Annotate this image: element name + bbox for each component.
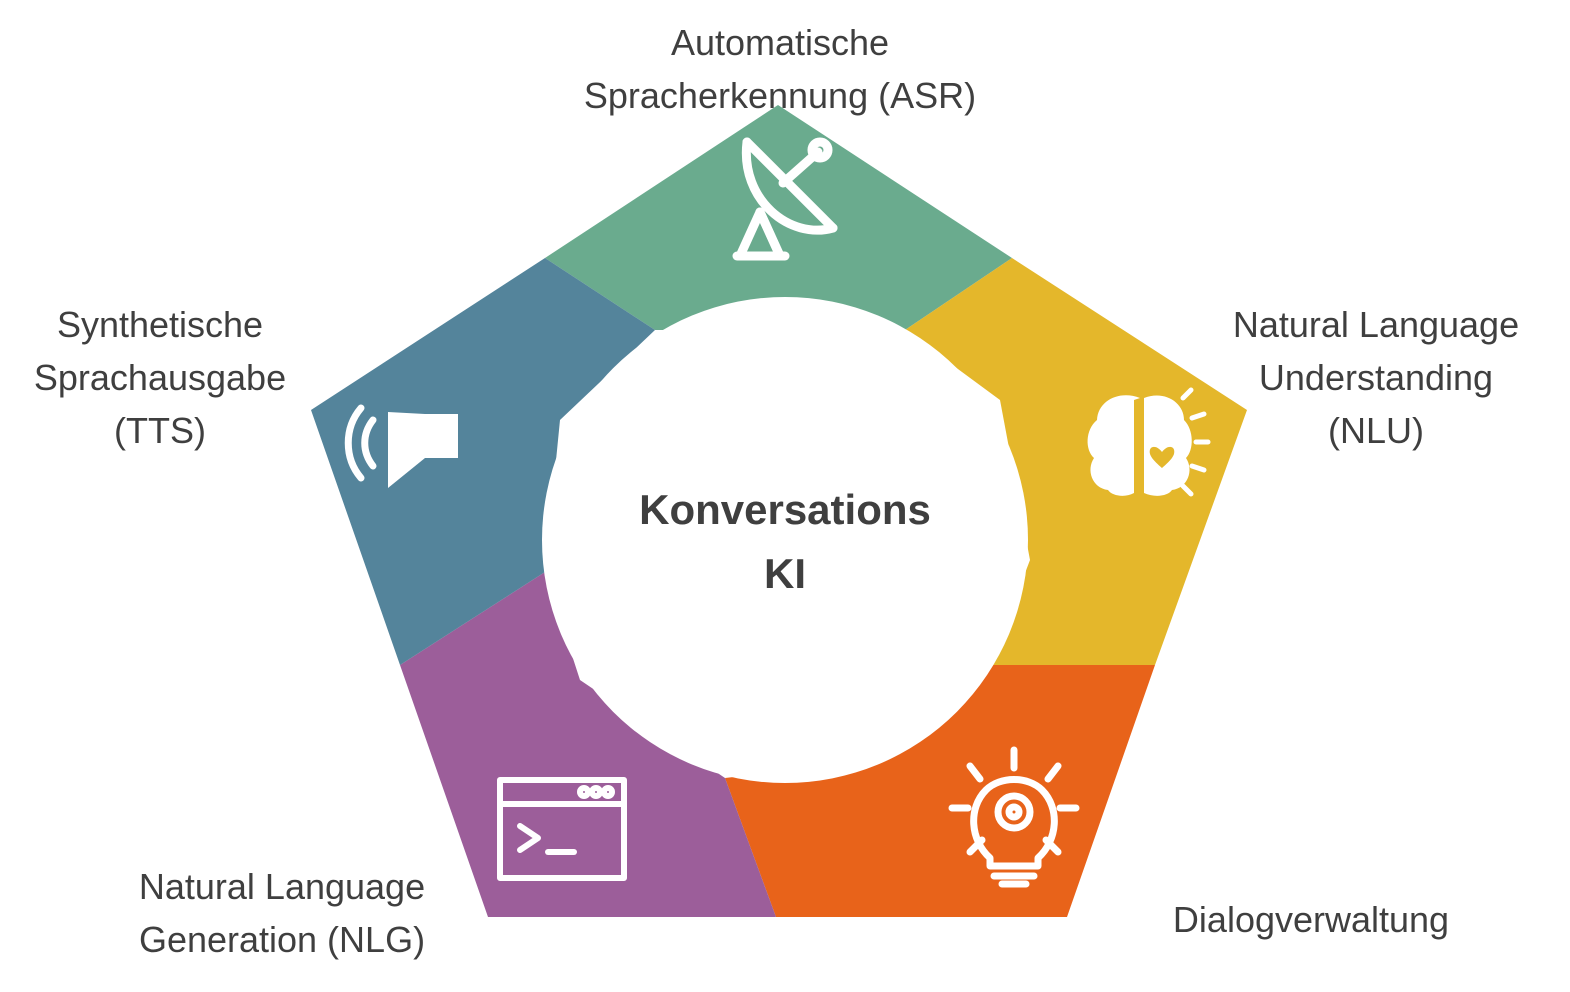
- segment-tts: [311, 258, 655, 665]
- label-nlu-line2: Understanding: [1258, 357, 1494, 398]
- label-dialog-line1: Dialogverwaltung: [1172, 899, 1450, 940]
- label-tts: Synthetische Sprachausgabe (TTS): [10, 298, 310, 457]
- center-title-line1: Konversations: [639, 486, 931, 533]
- speaker-icon: [344, 404, 458, 488]
- center-title: Konversations KI: [544, 478, 1026, 606]
- label-asr-line1: Automatische: [670, 22, 890, 63]
- lightbulb-gear-icon: [948, 746, 1080, 888]
- segment-nlu: [905, 258, 1247, 665]
- terminal-window-icon: [497, 777, 627, 881]
- label-nlg: Natural Language Generation (NLG): [112, 860, 452, 966]
- label-nlu-line3: (NLU): [1328, 410, 1424, 451]
- satellite-dish-icon: [732, 137, 838, 261]
- segment-dialog: [725, 665, 1155, 917]
- label-tts-line3: (TTS): [114, 410, 206, 451]
- label-nlu: Natural Language Understanding (NLU): [1206, 298, 1546, 457]
- label-tts-line1: Synthetische: [56, 304, 264, 345]
- label-nlu-line1: Natural Language: [1232, 304, 1520, 345]
- label-asr-line2: Spracherkennung (ASR): [583, 75, 977, 116]
- label-asr: Automatische Spracherkennung (ASR): [560, 16, 1000, 122]
- center-circle: [542, 297, 1028, 783]
- segment-nlg: [400, 572, 776, 917]
- label-nlg-line2: Generation (NLG): [138, 919, 426, 960]
- label-dialog: Dialogverwaltung: [1136, 893, 1486, 946]
- center-title-line2: KI: [764, 550, 806, 597]
- brain-heart-icon: [1087, 387, 1211, 497]
- label-tts-line2: Sprachausgabe: [33, 357, 287, 398]
- label-nlg-line1: Natural Language: [138, 866, 426, 907]
